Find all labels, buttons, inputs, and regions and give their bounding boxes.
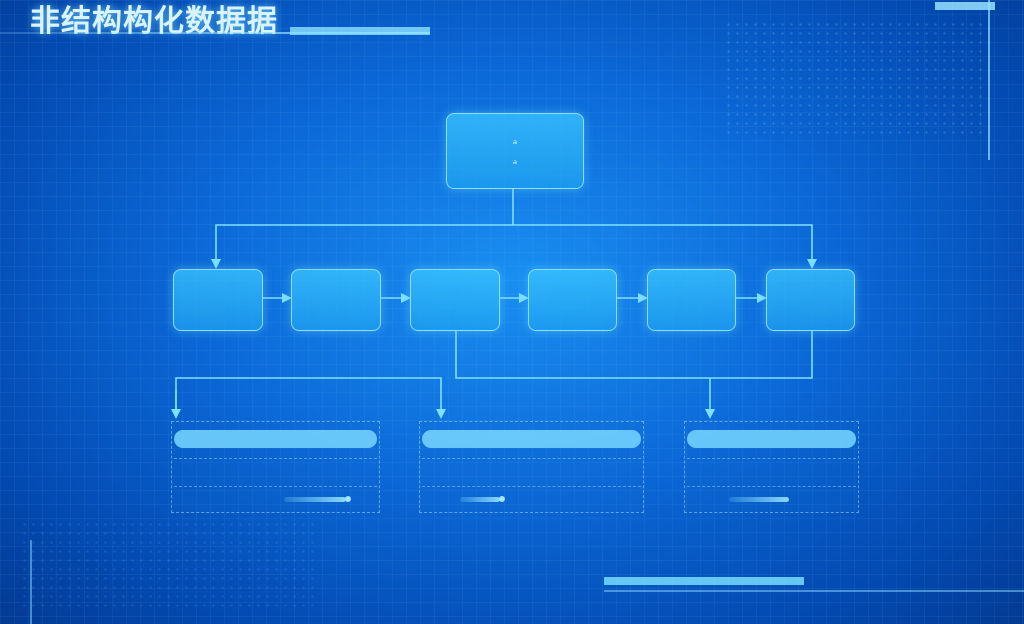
connector-top-to-right [513,224,817,269]
top-node-line1: ₐ [512,134,518,147]
output-panel-1-progress-dot [345,496,351,502]
panel-separator [687,486,856,487]
connector-to-panel1-panel2 [175,377,446,419]
process-node-6 [766,269,855,331]
process-node-2 [291,269,381,331]
output-panel-2-progress [460,497,500,502]
connector-top-to-left [211,224,513,269]
decorative-bar-bottom-right [604,577,804,585]
title-accent-bar [290,27,430,35]
output-panel-2-title [422,430,641,448]
top-node: ₐ ₐ [446,113,584,189]
panel-separator [422,486,641,487]
output-panel-3 [684,421,859,513]
decorative-line-bottom-left [30,540,32,624]
process-node-1 [173,269,263,331]
panel-separator [174,486,377,487]
top-node-line2: ₐ [512,154,518,167]
decorative-dot-matrix-bottom [20,520,320,610]
decorative-bar-top-right [935,2,995,10]
output-panel-1 [171,421,380,513]
output-panel-2-progress-dot [499,496,505,502]
panel-separator [174,458,377,459]
output-panel-1-progress [284,497,346,502]
process-node-5 [647,269,736,331]
process-node-4 [528,269,617,331]
panel-separator [687,458,856,459]
panel-separator [422,458,641,459]
output-panel-2 [419,421,644,513]
output-panel-3-title [687,430,856,448]
process-node-3 [410,269,500,331]
output-panel-3-progress [729,497,789,502]
decorative-dot-matrix [724,20,984,140]
connector-node3-bus [455,331,813,379]
output-panel-1-title [174,430,377,448]
decorative-line-top-right [988,0,990,160]
title-underline [0,32,430,34]
decorative-line-bottom-right [604,590,1024,592]
